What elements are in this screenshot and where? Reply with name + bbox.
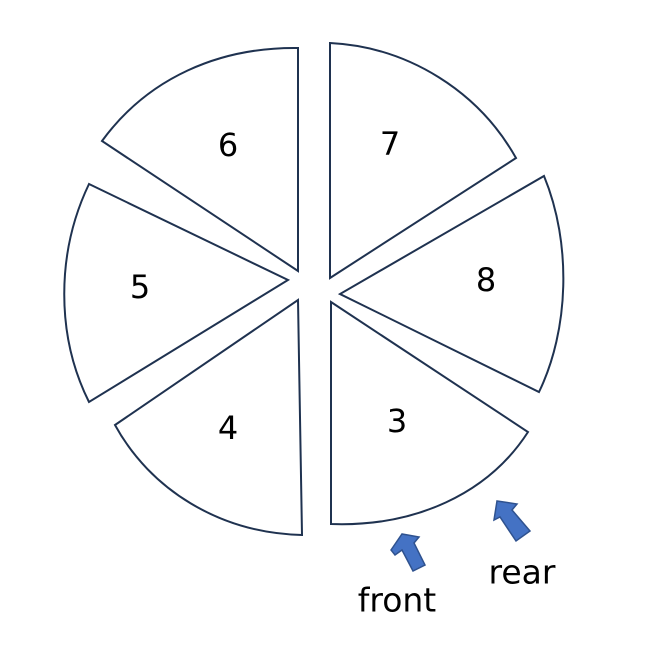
sector-5-label: 5 — [130, 268, 150, 306]
sector-4-label: 4 — [218, 409, 238, 447]
sector-4: 4 — [113, 298, 304, 537]
rear-label: rear — [489, 553, 556, 592]
sector-6-shape — [100, 46, 299, 273]
front-arrow-icon — [390, 533, 427, 572]
sector-8: 8 — [337, 174, 565, 394]
rear-arrow: rear — [489, 500, 556, 592]
sector-4-shape — [113, 298, 304, 537]
sector-8-label: 8 — [476, 261, 496, 299]
sector-8-shape — [337, 174, 565, 394]
sector-6: 6 — [100, 46, 299, 273]
sector-7-shape — [329, 41, 518, 280]
sector-6-label: 6 — [218, 126, 238, 164]
sector-7: 7 — [329, 41, 518, 280]
sector-5-shape — [63, 182, 291, 404]
sector-7-label: 7 — [380, 125, 400, 163]
front-arrow: front — [358, 533, 437, 620]
sector-3: 3 — [330, 300, 530, 526]
sector-5: 5 — [63, 182, 291, 404]
sector-3-label: 3 — [387, 402, 407, 440]
sector-3-shape — [330, 300, 530, 526]
front-label: front — [358, 581, 437, 620]
rear-arrow-icon — [493, 500, 532, 543]
